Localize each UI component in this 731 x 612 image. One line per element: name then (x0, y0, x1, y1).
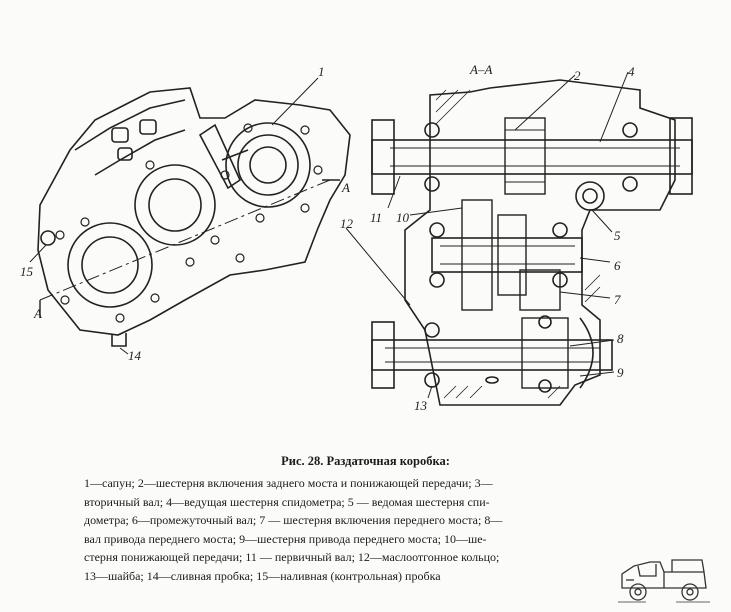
right-view-section (371, 79, 693, 406)
legend-line: дометра; 6—промежуточный вал; 7 — шестер… (84, 513, 503, 527)
callout-15: 15 (20, 264, 34, 279)
callout-1: 1 (318, 64, 325, 79)
callout-section-a-lower: А (33, 306, 42, 321)
callout-8: 8 (617, 331, 624, 346)
callout-7: 7 (614, 292, 621, 307)
left-view-labels: 1 12 14 15 А А (20, 64, 354, 363)
right-view-leaders (387, 71, 629, 399)
legend-line: вал привода переднего моста; 9—шестерня … (84, 531, 487, 546)
callout-2: 2 (574, 68, 581, 83)
legend-line: стерня понижающей передачи; 11 — первичн… (84, 550, 500, 564)
callout-14: 14 (128, 348, 142, 363)
callout-9: 9 (617, 365, 624, 380)
callout-13: 13 (414, 398, 428, 413)
figure-caption: Рис. 28. Раздаточная коробка: (281, 454, 450, 468)
left-view-housing (37, 87, 351, 347)
figure-legend: 1—сапун; 2—шестерня включения заднего мо… (84, 474, 614, 585)
truck-illustration (618, 559, 710, 603)
callout-5: 5 (614, 228, 621, 243)
transfer-case-drawing: 1 12 14 15 А А (20, 62, 693, 413)
callout-12: 12 (340, 216, 354, 231)
legend-line: 1—сапун; 2—шестерня включения заднего мо… (84, 476, 493, 490)
callout-4: 4 (628, 64, 635, 79)
callout-10: 10 (396, 210, 410, 225)
left-view-leaders (29, 77, 411, 355)
callout-11: 11 (370, 210, 382, 225)
legend-line: вторичный вал; 4—ведущая шестерня спидом… (84, 494, 490, 509)
section-label-a-a: А–А (469, 62, 492, 77)
callout-6: 6 (614, 258, 621, 273)
right-view-labels: А–А 2 4 5 6 7 8 9 10 11 13 (370, 62, 635, 413)
legend-line: 13—шайба; 14—сливная пробка; 15—наливная… (84, 568, 441, 583)
callout-section-a-upper: А (341, 180, 350, 195)
